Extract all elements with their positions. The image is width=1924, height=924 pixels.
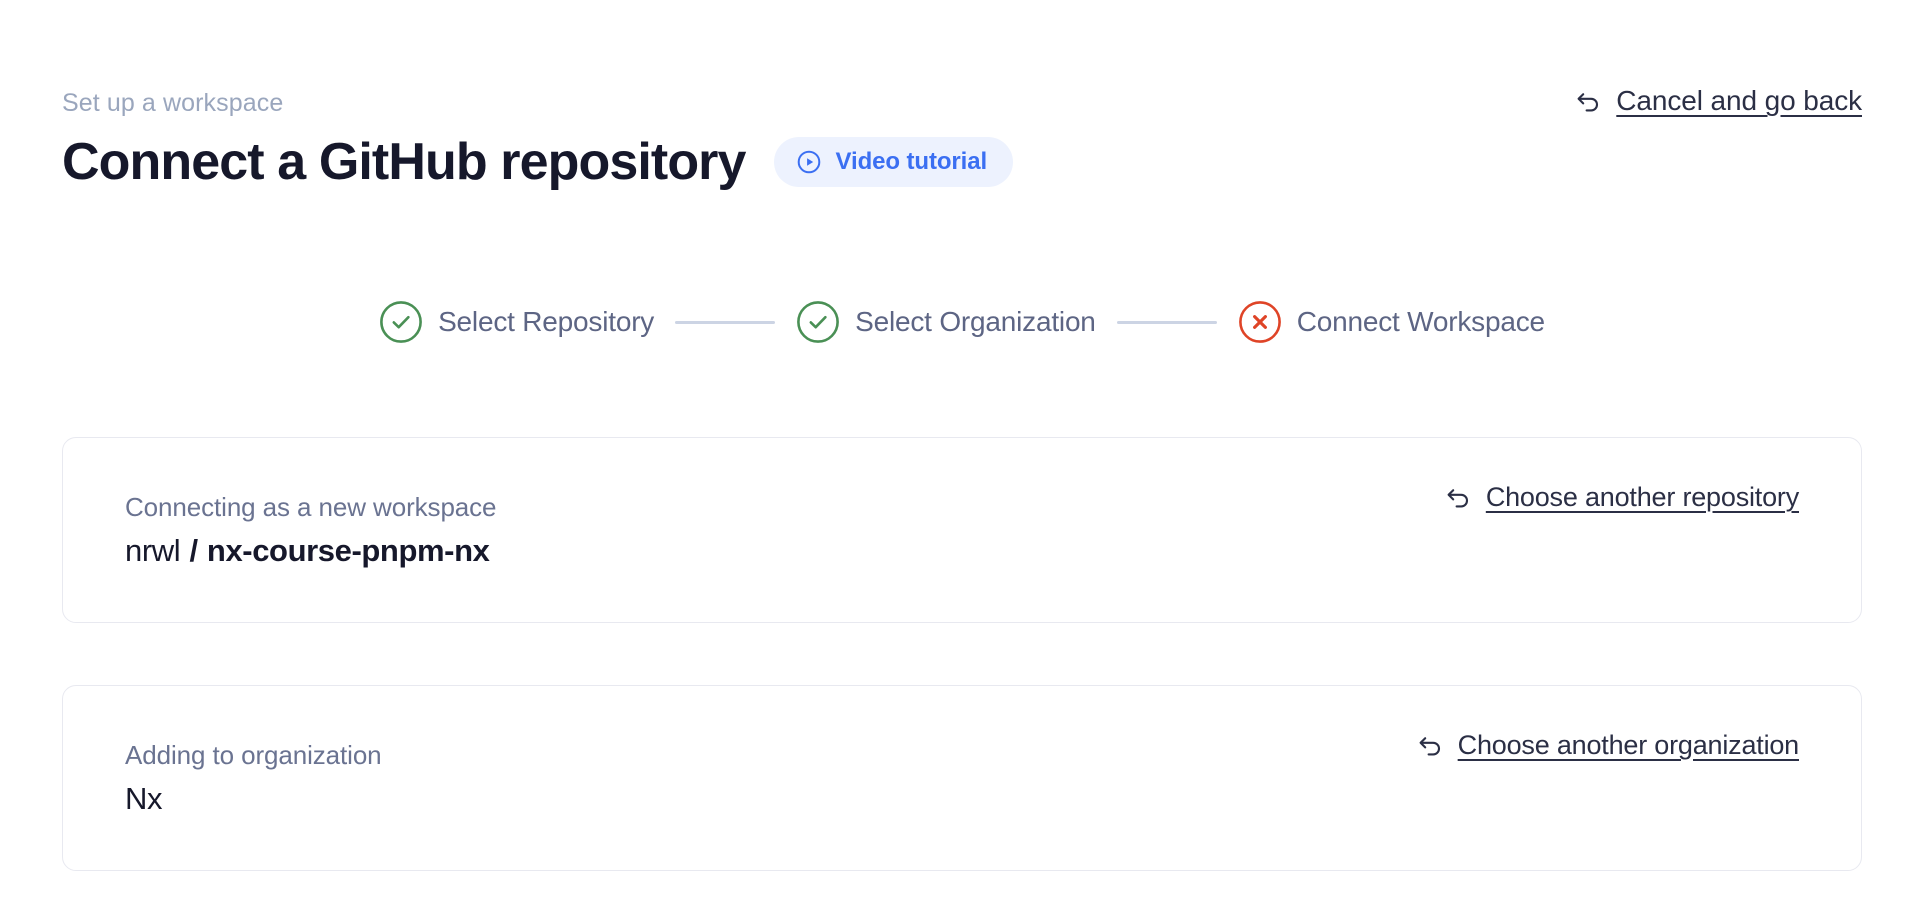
title-row: Connect a GitHub repository Video tutori… <box>62 132 1862 192</box>
stepper-step-select-organization[interactable]: Select Organization <box>796 300 1096 344</box>
video-tutorial-label: Video tutorial <box>835 148 988 175</box>
organization-card: Adding to organization Nx Choose another… <box>62 685 1862 871</box>
repository-card-body: Connecting as a new workspace nrwl / nx-… <box>125 491 1444 570</box>
undo-arrow-icon <box>1574 87 1603 116</box>
stepper-connector-1 <box>675 320 776 324</box>
video-tutorial-button[interactable]: Video tutorial <box>773 137 1014 187</box>
stepper-label-select-organization: Select Organization <box>855 306 1096 337</box>
page-header: Set up a workspace Connect a GitHub repo… <box>62 88 1862 198</box>
repository-card-caption: Connecting as a new workspace <box>125 491 497 522</box>
organization-card-caption: Adding to organization <box>125 739 382 770</box>
progress-stepper: Select Repository Select Organization Co… <box>0 300 1924 344</box>
cancel-and-go-back-label: Cancel and go back <box>1616 85 1862 116</box>
choose-another-organization-link[interactable]: Choose another organization <box>1416 730 1799 761</box>
cancel-and-go-back-link[interactable]: Cancel and go back <box>1574 85 1862 117</box>
choose-another-repository-link[interactable]: Choose another repository <box>1444 482 1799 513</box>
breadcrumb: Set up a workspace <box>62 89 284 117</box>
choose-another-repository-label: Choose another repository <box>1485 482 1799 512</box>
stepper-label-connect-workspace: Connect Workspace <box>1296 306 1545 337</box>
stepper-step-connect-workspace[interactable]: Connect Workspace <box>1238 300 1545 344</box>
repository-separator: / <box>189 532 198 568</box>
stepper-connector-2 <box>1116 320 1217 324</box>
undo-arrow-icon <box>1444 483 1473 512</box>
check-circle-icon <box>379 300 423 344</box>
check-circle-icon <box>796 300 840 344</box>
repository-card: Connecting as a new workspace nrwl / nx-… <box>62 437 1862 623</box>
organization-name: Nx <box>125 780 163 816</box>
organization-card-value: Nx <box>125 780 1416 818</box>
x-circle-icon <box>1238 300 1282 344</box>
organization-card-body: Adding to organization Nx <box>125 739 1416 818</box>
repository-name: nx-course-pnpm-nx <box>206 532 490 568</box>
repository-owner: nrwl <box>125 532 181 568</box>
repository-card-value: nrwl / nx-course-pnpm-nx <box>125 532 1444 570</box>
stepper-step-select-repository[interactable]: Select Repository <box>379 300 654 344</box>
page-title: Connect a GitHub repository <box>62 133 746 191</box>
play-circle-icon <box>796 149 822 175</box>
choose-another-organization-label: Choose another organization <box>1457 730 1800 760</box>
stepper-label-select-repository: Select Repository <box>438 306 655 337</box>
undo-arrow-icon <box>1416 731 1445 760</box>
